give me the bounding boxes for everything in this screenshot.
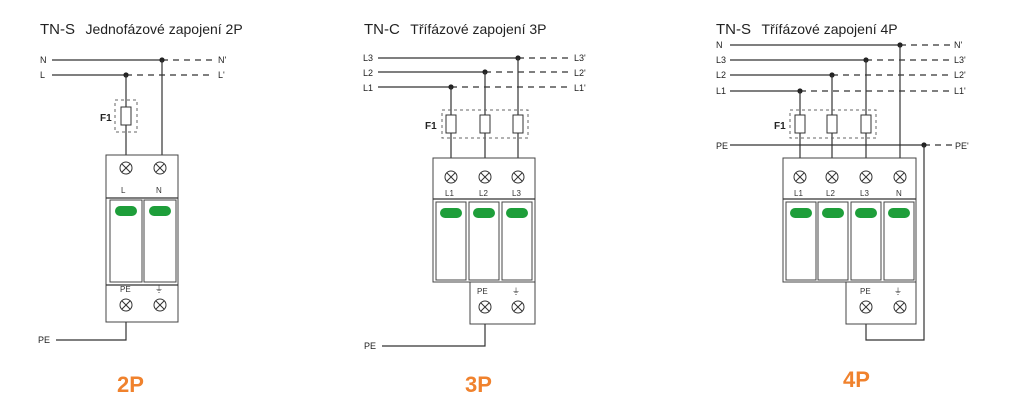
line-label-l3: L3 bbox=[716, 55, 726, 65]
title-4p-prefix: TN-S bbox=[716, 21, 751, 38]
pe-terminal-label: PE bbox=[860, 287, 871, 296]
title-3p-prefix: TN-C bbox=[364, 21, 400, 38]
ground-icon: ⏚ bbox=[512, 287, 520, 296]
fuse-frame bbox=[441, 109, 529, 139]
fuse-icon bbox=[860, 114, 872, 134]
title-2p: TN-S Jednofázové zapojení 2P bbox=[40, 21, 243, 38]
terminal-label-l2: L2 bbox=[479, 189, 488, 198]
line-label-l2: L2 bbox=[716, 70, 726, 80]
terminal-label-l1: L1 bbox=[794, 189, 803, 198]
pe-line-label: PE bbox=[38, 335, 50, 345]
line-label-n-out: N' bbox=[218, 55, 226, 65]
screw-icon bbox=[893, 170, 907, 184]
fuse-label: F1 bbox=[774, 121, 786, 132]
ground-icon: ⏚ bbox=[894, 287, 902, 296]
fuse-icon bbox=[794, 114, 806, 134]
line-label-l3-out: L3' bbox=[574, 53, 586, 63]
wire-pe bbox=[382, 324, 486, 347]
screw-icon bbox=[859, 300, 873, 314]
title-3p: TN-C Třífázové zapojení 3P bbox=[364, 21, 546, 38]
screw-icon bbox=[119, 161, 133, 175]
diagram-4p: TN-S Třífázové zapojení 4P N L3 L2 L1 N'… bbox=[716, 21, 969, 392]
line-label-n: N bbox=[40, 55, 47, 65]
indicator-window bbox=[506, 208, 528, 218]
indicator-window bbox=[790, 208, 812, 218]
indicator-window bbox=[115, 206, 137, 216]
pe-terminal-label: PE bbox=[120, 285, 131, 294]
screw-icon bbox=[893, 300, 907, 314]
fuse-icon bbox=[826, 114, 838, 134]
indicator-window bbox=[440, 208, 462, 218]
line-label-l1: L1 bbox=[363, 83, 373, 93]
screw-icon bbox=[793, 170, 807, 184]
terminal-label-l2: L2 bbox=[826, 189, 835, 198]
title-4p: TN-S Třífázové zapojení 4P bbox=[716, 21, 898, 38]
fuse-label: F1 bbox=[100, 113, 112, 124]
line-label-l2-out: L2' bbox=[574, 68, 586, 78]
line-label-l1-out: L1' bbox=[954, 86, 966, 96]
indicator-window bbox=[473, 208, 495, 218]
screw-icon bbox=[444, 170, 458, 184]
title-4p-rest: Třífázové zapojení 4P bbox=[761, 21, 897, 37]
screw-icon bbox=[119, 298, 133, 312]
screw-icon bbox=[511, 300, 525, 314]
line-label-l2-out: L2' bbox=[954, 70, 966, 80]
line-label-l: L bbox=[40, 70, 45, 80]
fuse-icon bbox=[445, 114, 457, 134]
pe-line-label: PE bbox=[364, 341, 376, 351]
screw-icon bbox=[478, 170, 492, 184]
fuse-icon bbox=[512, 114, 524, 134]
pe-terminal-label: PE bbox=[477, 287, 488, 296]
line-label-n: N bbox=[716, 40, 723, 50]
line-label-l3: L3 bbox=[363, 53, 373, 63]
terminal-label-n: N bbox=[896, 189, 902, 198]
diagram-2p: TN-S Jednofázové zapojení 2P N L N' L' F… bbox=[38, 21, 243, 397]
diagram-3p: TN-C Třífázové zapojení 3P L3 L2 L1 L3' … bbox=[363, 21, 586, 397]
indicator-window bbox=[822, 208, 844, 218]
screw-icon bbox=[511, 170, 525, 184]
line-label-l1-out: L1' bbox=[574, 83, 586, 93]
line-label-n-out: N' bbox=[954, 40, 962, 50]
indicator-window bbox=[149, 206, 171, 216]
screw-icon bbox=[153, 161, 167, 175]
screw-icon bbox=[478, 300, 492, 314]
fuse-label: F1 bbox=[425, 121, 437, 132]
pe-line-label: PE bbox=[716, 141, 728, 151]
caption-2p: 2P bbox=[117, 372, 144, 397]
terminal-label-n: N bbox=[156, 186, 162, 195]
title-3p-rest: Třífázové zapojení 3P bbox=[410, 21, 546, 37]
terminal-label-l3: L3 bbox=[860, 189, 869, 198]
fuse-frame bbox=[114, 99, 138, 133]
pe-line-label-out: PE' bbox=[955, 141, 969, 151]
indicator-window bbox=[888, 208, 910, 218]
terminal-label-l1: L1 bbox=[445, 189, 454, 198]
terminal-label-l: L bbox=[121, 186, 126, 195]
screw-icon bbox=[153, 298, 167, 312]
screw-icon bbox=[859, 170, 873, 184]
wire-pe-loop bbox=[865, 145, 925, 341]
line-label-l-out: L' bbox=[218, 70, 225, 80]
wire-pe bbox=[56, 322, 127, 341]
fuse-frame bbox=[789, 109, 877, 139]
fuse-icon bbox=[120, 106, 132, 126]
spd-pe-block bbox=[845, 281, 917, 325]
indicator-window bbox=[855, 208, 877, 218]
title-2p-rest: Jednofázové zapojení 2P bbox=[85, 21, 242, 37]
spd-pe-block bbox=[469, 281, 536, 325]
fuse-icon bbox=[479, 114, 491, 134]
line-label-l1: L1 bbox=[716, 86, 726, 96]
ground-icon: ⏚ bbox=[155, 285, 163, 294]
line-label-l3-out: L3' bbox=[954, 55, 966, 65]
terminal-label-l3: L3 bbox=[512, 189, 521, 198]
caption-4p: 4P bbox=[843, 367, 870, 392]
screw-icon bbox=[825, 170, 839, 184]
line-label-l2: L2 bbox=[363, 68, 373, 78]
caption-3p: 3P bbox=[465, 372, 492, 397]
title-2p-prefix: TN-S bbox=[40, 21, 75, 38]
